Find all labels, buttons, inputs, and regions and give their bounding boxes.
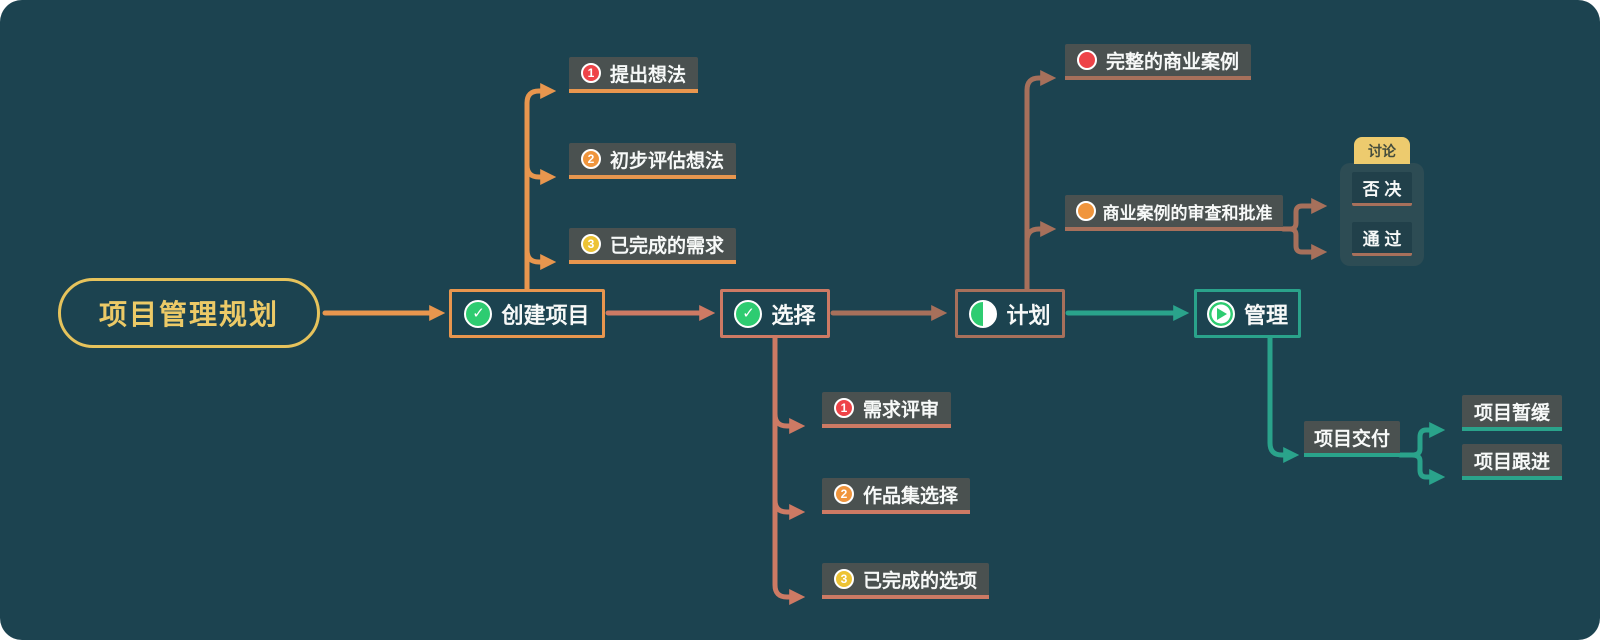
outcome-group-tag-label: 讨论 [1368,142,1396,159]
stage-select[interactable]: ✓ 选择 [720,289,830,338]
step-3-badge-icon: 3 [581,234,601,254]
item-project-on-hold[interactable]: 项目暂缓 [1462,395,1563,431]
step-2-badge-icon: 2 [834,484,854,504]
stage-create-project[interactable]: ✓ 创建项目 [449,289,605,338]
orange-dot-icon [1075,201,1096,221]
item-label: 项目交付 [1313,428,1390,450]
item-label: 已完成的选项 [863,570,978,592]
item-label: 完整的商业案例 [1106,51,1240,73]
item-project-delivery[interactable]: 项目交付 [1304,421,1400,457]
item-label: 提出想法 [610,64,687,86]
step-1-badge-icon: 1 [581,63,601,83]
item-label: 初步评估想法 [610,150,725,172]
half-circle-icon [969,299,998,328]
item-label: 作品集选择 [863,485,959,507]
outcome-label: 通 过 [1362,230,1402,249]
item-propose-idea[interactable]: 1 提出想法 [569,57,699,93]
root-topic[interactable]: 项目管理规划 [58,278,320,348]
red-dot-icon [1077,50,1097,70]
item-completed-requirements[interactable]: 3 已完成的需求 [569,228,737,264]
item-portfolio-selection[interactable]: 2 作品集选择 [822,478,971,514]
item-complete-business-case[interactable]: 完整的商业案例 [1065,44,1252,80]
item-label: 项目跟进 [1474,451,1551,473]
stage-manage-label: 管理 [1243,302,1288,328]
item-business-case-review-approval[interactable]: 商业案例的审查和批准 [1065,195,1283,231]
play-circle-icon [1206,299,1235,328]
stage-create-project-label: 创建项目 [501,302,590,328]
stage-plan-label: 计划 [1006,302,1051,328]
step-3-badge-icon: 3 [834,569,854,589]
step-2-badge-icon: 2 [581,149,601,169]
step-1-badge-icon: 1 [834,398,854,418]
item-project-follow-up[interactable]: 项目跟进 [1462,444,1563,480]
item-label: 已完成的需求 [610,235,725,257]
stage-select-label: 选择 [771,302,816,328]
check-circle-icon: ✓ [464,299,493,328]
outcome-group-tag: 讨论 [1354,137,1410,164]
item-label: 需求评审 [863,399,940,421]
item-requirement-review[interactable]: 1 需求评审 [822,392,952,428]
item-completed-options[interactable]: 3 已完成的选项 [822,563,990,599]
item-label: 项目暂缓 [1474,402,1551,424]
stage-manage[interactable]: 管理 [1194,289,1301,338]
outcome-pass[interactable]: 通 过 [1352,222,1412,256]
item-label: 商业案例的审查和批准 [1102,203,1273,223]
outcome-reject[interactable]: 否 决 [1352,172,1412,206]
stage-plan[interactable]: 计划 [955,289,1065,338]
outcome-label: 否 决 [1362,180,1402,199]
check-circle-icon: ✓ [734,299,763,328]
root-topic-label: 项目管理规划 [98,299,279,330]
item-initial-evaluation[interactable]: 2 初步评估想法 [569,143,737,179]
